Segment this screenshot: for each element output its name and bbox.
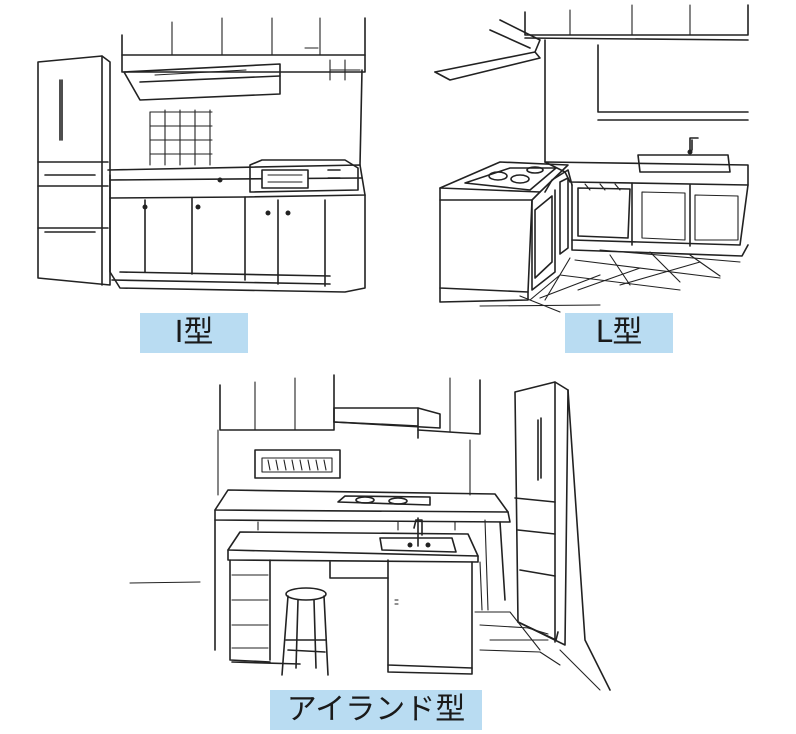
- i-type-base-cabinets: [107, 164, 366, 293]
- island-refrigerator: [514, 381, 611, 691]
- i-type-label: I型: [140, 313, 248, 353]
- island-wall-cabinets: [219, 374, 481, 435]
- island-stool: [281, 587, 329, 676]
- i-type-wall-cabinets: [121, 17, 366, 73]
- l-type-floor-tiles: [479, 249, 741, 313]
- i-type-kitchen-drawing: [37, 17, 366, 293]
- i-type-range-hood: [123, 63, 281, 101]
- island-back-counter: [214, 489, 511, 651]
- i-type-tile-backsplash: [149, 59, 363, 166]
- l-type-back-counter: [544, 161, 749, 257]
- island-back-window: [254, 449, 341, 479]
- l-type-sink: [637, 137, 731, 173]
- l-type-kitchen-drawing: [434, 4, 749, 313]
- island-type-label: アイランド型: [270, 690, 482, 730]
- island-counter: [227, 517, 489, 675]
- l-type-wall-cabinets: [524, 4, 749, 121]
- l-type-label: L型: [565, 313, 673, 353]
- l-type-range-hood: [434, 19, 541, 81]
- i-type-cooktop: [249, 159, 359, 193]
- island-wall-lines: [217, 429, 471, 496]
- island-range-hood: [333, 407, 441, 439]
- i-type-refrigerator: [37, 55, 111, 286]
- island-floor: [129, 581, 561, 666]
- l-type-cooktop-counter: [439, 161, 573, 303]
- island-type-kitchen-drawing: [129, 374, 611, 691]
